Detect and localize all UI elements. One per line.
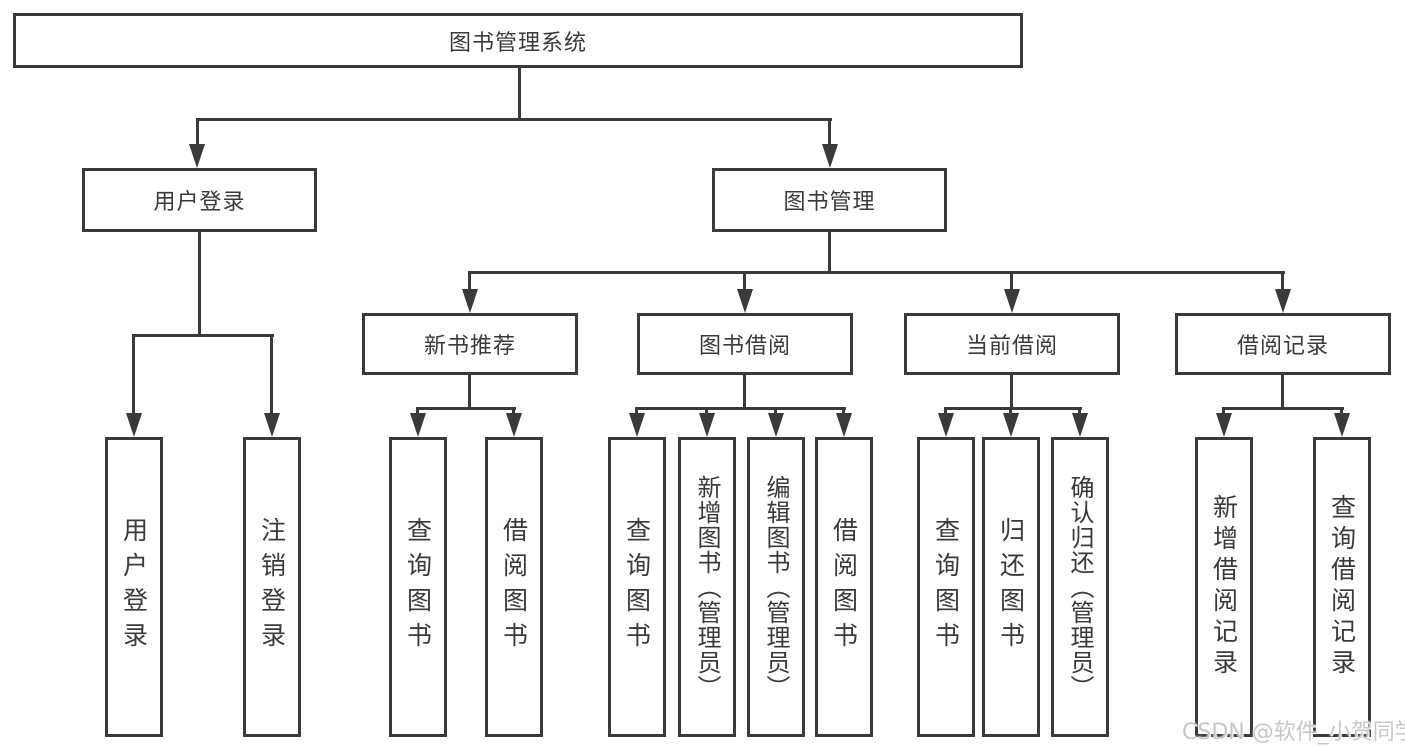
connector-level2-bar	[469, 271, 1285, 274]
connector-stem-current-borrow	[1010, 271, 1013, 292]
connector-root-trunk	[518, 68, 521, 118]
connector-stem-g5c1	[1222, 407, 1225, 417]
arrowhead-g3c4	[836, 413, 852, 437]
node-user-login-label: 用户登录	[153, 190, 246, 215]
node-new-book-recommend-label: 新书推荐	[423, 334, 516, 359]
arrowhead-book-borrow	[737, 289, 753, 313]
connector-book-borrow-trunk	[743, 375, 746, 409]
arrowhead-borrow-records	[1275, 289, 1291, 313]
arrowhead-book-management	[822, 144, 838, 168]
node-book-borrow: 图书借阅	[637, 313, 853, 375]
arrowhead-g4c2	[1003, 413, 1019, 437]
node-leaf-logout: 注销登录	[243, 437, 301, 737]
node-leaf-confirm-return-admin-label: 确认归还（管理员）	[1066, 474, 1094, 700]
arrowhead-g5c2	[1334, 413, 1350, 437]
node-current-borrow: 当前借阅	[904, 313, 1120, 375]
connector-stem-g3c1	[635, 407, 638, 417]
node-leaf-user-login-label: 用户登录	[119, 517, 149, 657]
node-book-borrow-label: 图书借阅	[698, 334, 791, 359]
node-leaf-borrow-books-2-label: 借阅图书	[829, 517, 859, 657]
connector-stem-g5c2	[1340, 407, 1343, 417]
arrowhead-leaf-logout	[264, 413, 280, 437]
arrowhead-g3c1	[629, 413, 645, 437]
connector-stem-book-management	[828, 118, 831, 146]
connector-stem-g4c3	[1078, 407, 1081, 417]
connector-stem-new-book	[468, 271, 471, 292]
node-leaf-query-books-1: 查询图书	[389, 437, 447, 737]
node-user-login: 用户登录	[82, 168, 317, 232]
connector-stem-g3c2	[705, 407, 708, 417]
connector-current-borrow-trunk	[1010, 375, 1013, 409]
node-leaf-user-login: 用户登录	[105, 437, 163, 737]
connector-stem-g4c1	[944, 407, 947, 417]
node-leaf-edit-book-admin: 编辑图书（管理员）	[747, 437, 805, 737]
node-leaf-add-borrow-record: 新增借阅记录	[1195, 437, 1253, 737]
node-leaf-query-borrow-record: 查询借阅记录	[1313, 437, 1371, 737]
node-leaf-add-borrow-record-label: 新增借阅记录	[1209, 494, 1239, 680]
connector-stem-g3c4	[842, 407, 845, 417]
node-borrow-records-label: 借阅记录	[1236, 334, 1329, 359]
connector-user-login-trunk	[198, 232, 201, 335]
node-leaf-add-book-admin-label: 新增图书（管理员）	[693, 474, 721, 700]
node-leaf-borrow-books-2: 借阅图书	[815, 437, 873, 737]
arrowhead-g2c2	[506, 413, 522, 437]
arrowhead-g3c2	[699, 413, 715, 437]
arrowhead-g4c3	[1072, 413, 1088, 437]
node-leaf-query-books-1-label: 查询图书	[403, 517, 433, 657]
arrowhead-g3c3	[768, 413, 784, 437]
node-leaf-add-book-admin: 新增图书（管理员）	[678, 437, 736, 737]
node-book-management: 图书管理	[712, 168, 947, 232]
node-leaf-return-books: 归还图书	[982, 437, 1040, 737]
connector-stem-g2c1	[416, 407, 419, 417]
node-library-system-label: 图书管理系统	[448, 30, 587, 56]
node-new-book-recommend: 新书推荐	[362, 313, 578, 375]
node-leaf-edit-book-admin-label: 编辑图书（管理员）	[762, 474, 790, 700]
connector-new-book-trunk	[468, 375, 471, 409]
node-leaf-confirm-return-admin: 确认归还（管理员）	[1051, 437, 1109, 737]
node-leaf-logout-label: 注销登录	[257, 517, 287, 657]
arrowhead-g4c1	[938, 413, 954, 437]
connector-stem-leaf-user-login	[132, 334, 135, 414]
node-book-management-label: 图书管理	[783, 190, 876, 215]
connector-stem-borrow-records	[1281, 271, 1284, 292]
connector-stem-leaf-logout	[270, 334, 273, 414]
arrowhead-g5c1	[1216, 413, 1232, 437]
connector-level1-bar	[196, 118, 832, 121]
connector-stem-g4c2	[1009, 407, 1012, 417]
arrowhead-new-book	[462, 289, 478, 313]
connector-borrow-records-trunk	[1281, 375, 1284, 409]
connector-stem-book-borrow	[743, 271, 746, 292]
arrowhead-g2c1	[410, 413, 426, 437]
connector-stem-g2c2	[512, 407, 515, 417]
connector-new-book-bar	[417, 407, 516, 410]
node-leaf-query-books-3: 查询图书	[917, 437, 975, 737]
connector-book-borrow-bar	[635, 407, 846, 410]
node-leaf-borrow-books-1: 借阅图书	[485, 437, 543, 737]
connector-borrow-records-bar	[1222, 407, 1344, 410]
csdn-watermark: CSDN @软件_小贺同学	[1182, 720, 1405, 745]
arrowhead-user-login	[189, 144, 205, 168]
node-current-borrow-label: 当前借阅	[965, 334, 1058, 359]
arrowhead-current-borrow	[1004, 289, 1020, 313]
node-leaf-query-books-3-label: 查询图书	[931, 517, 961, 657]
node-leaf-return-books-label: 归还图书	[996, 517, 1026, 657]
node-leaf-query-borrow-record-label: 查询借阅记录	[1327, 494, 1357, 680]
node-leaf-query-books-2-label: 查询图书	[622, 517, 652, 657]
arrowhead-leaf-user-login	[126, 413, 142, 437]
node-leaf-borrow-books-1-label: 借阅图书	[499, 517, 529, 657]
connector-stem-user-login	[196, 118, 199, 146]
node-borrow-records: 借阅记录	[1175, 313, 1391, 375]
node-library-system: 图书管理系统	[13, 13, 1023, 68]
connector-user-login-bar	[132, 334, 274, 337]
connector-current-borrow-bar	[944, 407, 1082, 410]
node-leaf-query-books-2: 查询图书	[608, 437, 666, 737]
connector-stem-g3c3	[774, 407, 777, 417]
connector-book-management-trunk	[828, 232, 831, 274]
